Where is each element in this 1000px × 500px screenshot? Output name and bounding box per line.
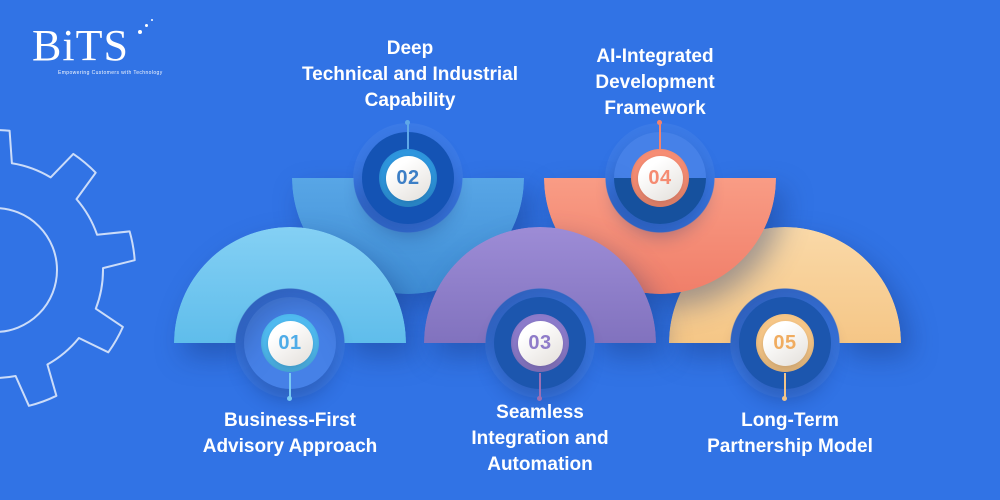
item-label-02: Deep Technical and Industrial Capability <box>301 38 519 111</box>
connector-dot-04 <box>657 120 662 125</box>
connector-line-02 <box>407 124 409 149</box>
connector-line-01 <box>289 373 291 397</box>
item-label-04: AI-Integrated Development Framework <box>595 46 715 119</box>
badge-core: 04 <box>637 155 683 201</box>
connector-line-04 <box>659 124 661 149</box>
badge-core: 02 <box>385 155 431 201</box>
connector-dot-01 <box>287 396 292 401</box>
connector-dot-05 <box>782 396 787 401</box>
sparkle-icon <box>145 24 148 27</box>
badge-number: 03 <box>528 331 552 354</box>
badge-number: 02 <box>396 166 420 189</box>
number-badge-02: 02 <box>379 149 437 207</box>
logo: BiTS Empowering Customers with Technolog… <box>32 19 163 76</box>
gear-icon <box>0 129 136 407</box>
connector-dot-02 <box>405 120 410 125</box>
logo-tagline: Empowering Customers with Technology <box>58 70 163 76</box>
item-label-05: Long-Term Partnership Model <box>707 410 873 457</box>
number-badge-04: 04 <box>631 149 689 207</box>
item-label-01: Business-First Advisory Approach <box>202 410 378 457</box>
sparkle-icon <box>138 30 142 34</box>
number-badge-03: 03 <box>511 314 569 372</box>
badge-number: 01 <box>278 331 302 354</box>
connector-line-03 <box>539 373 541 397</box>
connector-dot-03 <box>537 396 542 401</box>
badge-core: 01 <box>267 320 313 366</box>
sparkle-icon <box>151 19 153 21</box>
badge-number: 05 <box>773 331 797 354</box>
number-badge-05: 05 <box>756 314 814 372</box>
logo-text: BiTS <box>32 21 129 70</box>
badge-core: 03 <box>517 320 563 366</box>
badge-number: 04 <box>648 166 672 189</box>
badge-core: 05 <box>762 320 808 366</box>
number-badge-01: 01 <box>261 314 319 372</box>
item-label-03: Seamless Integration and Automation <box>471 402 609 475</box>
connector-line-05 <box>784 373 786 397</box>
